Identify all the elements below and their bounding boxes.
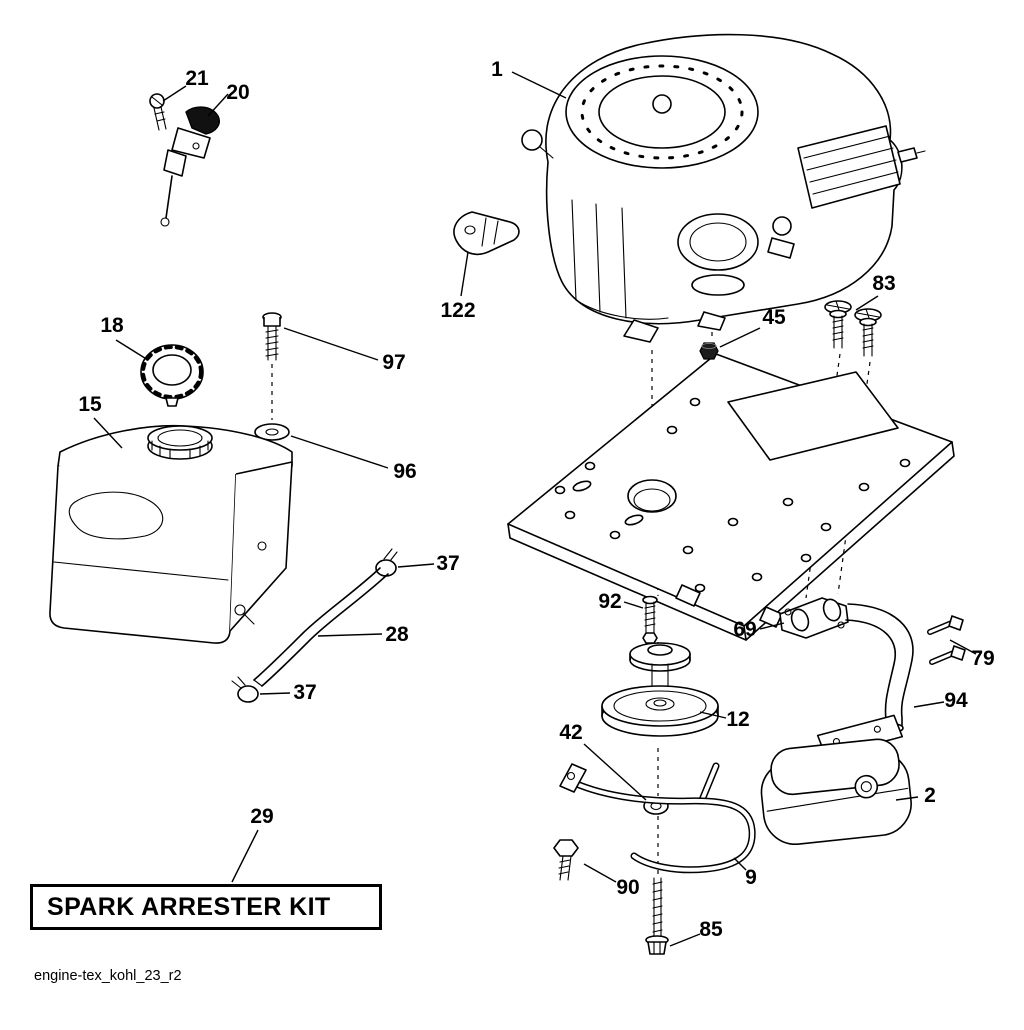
part-label-92: 92 bbox=[598, 590, 622, 613]
part-label-1: 1 bbox=[491, 58, 503, 81]
filler-neck bbox=[147, 425, 213, 460]
blower-housing-lines bbox=[571, 199, 669, 320]
part-label-20: 20 bbox=[226, 81, 250, 104]
part-label-28: 28 bbox=[385, 623, 409, 646]
engine-mount-feet bbox=[623, 311, 726, 343]
engine-illustration bbox=[521, 33, 926, 343]
bracket-122 bbox=[453, 211, 520, 256]
part-label-96: 96 bbox=[393, 460, 417, 483]
spark-arrester-cap bbox=[854, 774, 879, 799]
screws-79 bbox=[927, 615, 966, 665]
part-label-69: 69 bbox=[733, 618, 757, 641]
spark-arrester-kit-box: SPARK ARRESTER KIT bbox=[30, 884, 382, 930]
drawing-code: engine-tex_kohl_23_r2 bbox=[34, 968, 182, 984]
stud-bolt-92 bbox=[642, 595, 658, 644]
part-label-97: 97 bbox=[382, 351, 406, 374]
part-label-122: 122 bbox=[440, 299, 476, 322]
part-label-15: 15 bbox=[78, 393, 102, 416]
part-label-2: 2 bbox=[924, 784, 936, 807]
part-label-21: 21 bbox=[185, 67, 209, 90]
part-label-83: 83 bbox=[872, 272, 896, 295]
leader-lines bbox=[93, 71, 977, 947]
hose-clamp-lower bbox=[231, 676, 259, 703]
fuel-cap bbox=[140, 344, 204, 407]
guard-bolt-90 bbox=[553, 839, 579, 881]
chassis-plate bbox=[507, 353, 955, 641]
muffler bbox=[760, 714, 912, 846]
exhaust-pipe bbox=[845, 603, 914, 733]
vent-screw-97 bbox=[262, 312, 282, 361]
part-label-90: 90 bbox=[616, 876, 640, 899]
part-label-9: 9 bbox=[745, 866, 757, 889]
carburetor-detail bbox=[767, 216, 795, 259]
part-label-45: 45 bbox=[762, 306, 786, 329]
choke-control-20 bbox=[160, 106, 220, 227]
mandrel-pulley bbox=[601, 642, 719, 737]
plate-holes bbox=[554, 397, 911, 593]
part-label-29: 29 bbox=[250, 805, 274, 828]
part-label-94: 94 bbox=[944, 689, 968, 712]
hose-clamp-upper bbox=[375, 548, 398, 577]
part-label-85: 85 bbox=[699, 918, 723, 941]
fuel-tank bbox=[49, 424, 293, 644]
part-label-18: 18 bbox=[100, 314, 124, 337]
fuel-hose bbox=[253, 567, 389, 687]
part-label-37b: 37 bbox=[293, 681, 317, 704]
part-label-12: 12 bbox=[726, 708, 750, 731]
flywheel-screen bbox=[565, 55, 759, 169]
flange-nut-45 bbox=[699, 342, 719, 360]
starter-motor bbox=[677, 213, 759, 296]
shoulder-screws-83 bbox=[824, 300, 882, 357]
part-label-79: 79 bbox=[971, 647, 995, 670]
part-label-42: 42 bbox=[559, 721, 583, 744]
cylinder-head-fins bbox=[797, 125, 926, 209]
spark-arrester-kit-label: SPARK ARRESTER KIT bbox=[47, 892, 331, 921]
exhaust-gasket-69 bbox=[779, 597, 849, 639]
dipstick-handle bbox=[521, 129, 554, 159]
mounting-screw-21 bbox=[149, 93, 167, 131]
carriage-bolt-85 bbox=[645, 877, 669, 955]
washer-96 bbox=[254, 423, 290, 441]
belt-guard-rod bbox=[559, 762, 756, 874]
part-label-37a: 37 bbox=[436, 552, 460, 575]
